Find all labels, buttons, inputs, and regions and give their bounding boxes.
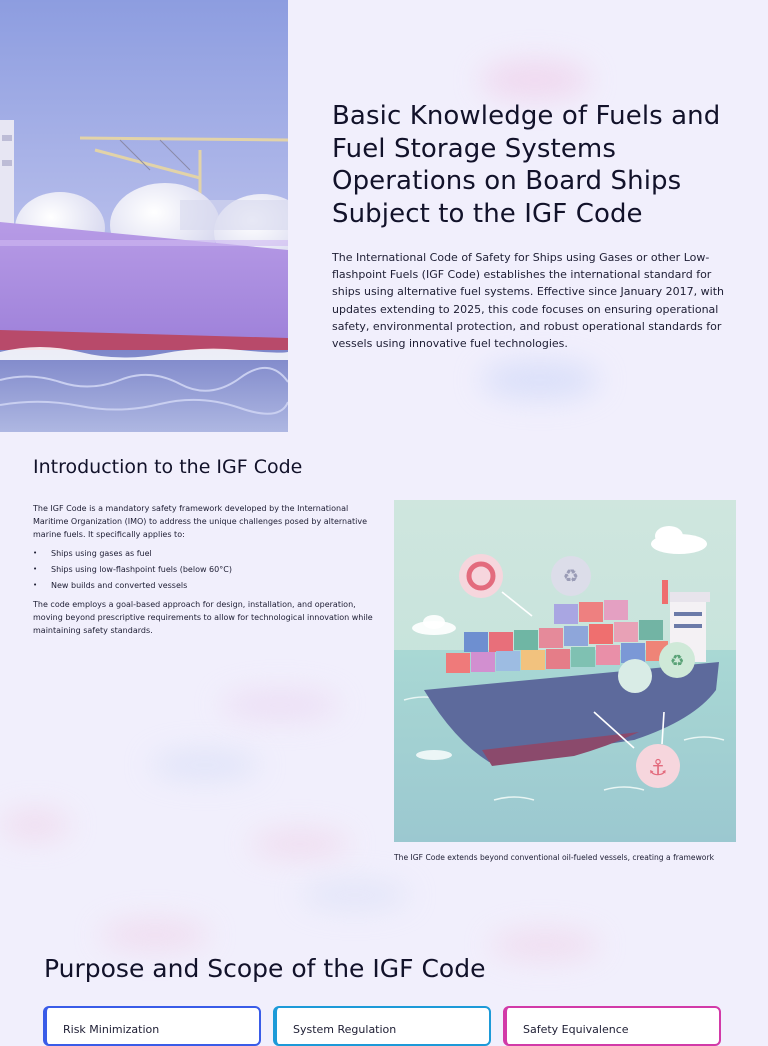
page-title: Basic Knowledge of Fuels and Fuel Storag… [332, 101, 721, 229]
list-item: Ships using gases as fuel [33, 547, 375, 560]
svg-text:♻: ♻ [670, 651, 684, 670]
hero-section: Basic Knowledge of Fuels and Fuel Storag… [0, 0, 768, 432]
background-blob [490, 930, 600, 960]
scope-card-safety-equivalence[interactable]: Safety Equivalence [503, 1006, 721, 1046]
hero-lng-tanker-image [0, 0, 288, 432]
applies-to-list: Ships using gases as fuel Ships using lo… [33, 547, 375, 592]
list-item: New builds and converted vessels [33, 579, 375, 592]
svg-text:⚓: ⚓ [648, 756, 668, 781]
scope-card-system-regulation[interactable]: System Regulation [273, 1006, 491, 1046]
container-ship-illustration: ♻ ♻ ⚓ [394, 500, 736, 842]
introduction-text: The IGF Code is a mandatory safety frame… [33, 502, 375, 637]
card-label: Safety Equivalence [523, 1023, 629, 1036]
background-blob [300, 880, 410, 910]
introduction-section: Introduction to the IGF Code The IGF Cod… [0, 432, 768, 872]
intro-paragraph: The IGF Code is a mandatory safety frame… [33, 504, 368, 539]
hero-description: The International Code of Safety for Shi… [332, 251, 724, 351]
section-heading-introduction: Introduction to the IGF Code [33, 456, 303, 478]
svg-text:♻: ♻ [563, 566, 579, 587]
hero-text-block: Basic Knowledge of Fuels and Fuel Storag… [332, 100, 724, 352]
card-label: System Regulation [293, 1023, 397, 1036]
intro-paragraph: The code employs a goal-based approach f… [33, 600, 373, 635]
background-blob [100, 920, 210, 950]
figure-caption: The IGF Code extends beyond conventional… [394, 853, 714, 862]
card-label: Risk Minimization [63, 1023, 160, 1036]
section-heading-purpose: Purpose and Scope of the IGF Code [44, 954, 486, 983]
scope-card-risk-minimization[interactable]: Risk Minimization [43, 1006, 261, 1046]
list-item: Ships using low-flashpoint fuels (below … [33, 563, 375, 576]
